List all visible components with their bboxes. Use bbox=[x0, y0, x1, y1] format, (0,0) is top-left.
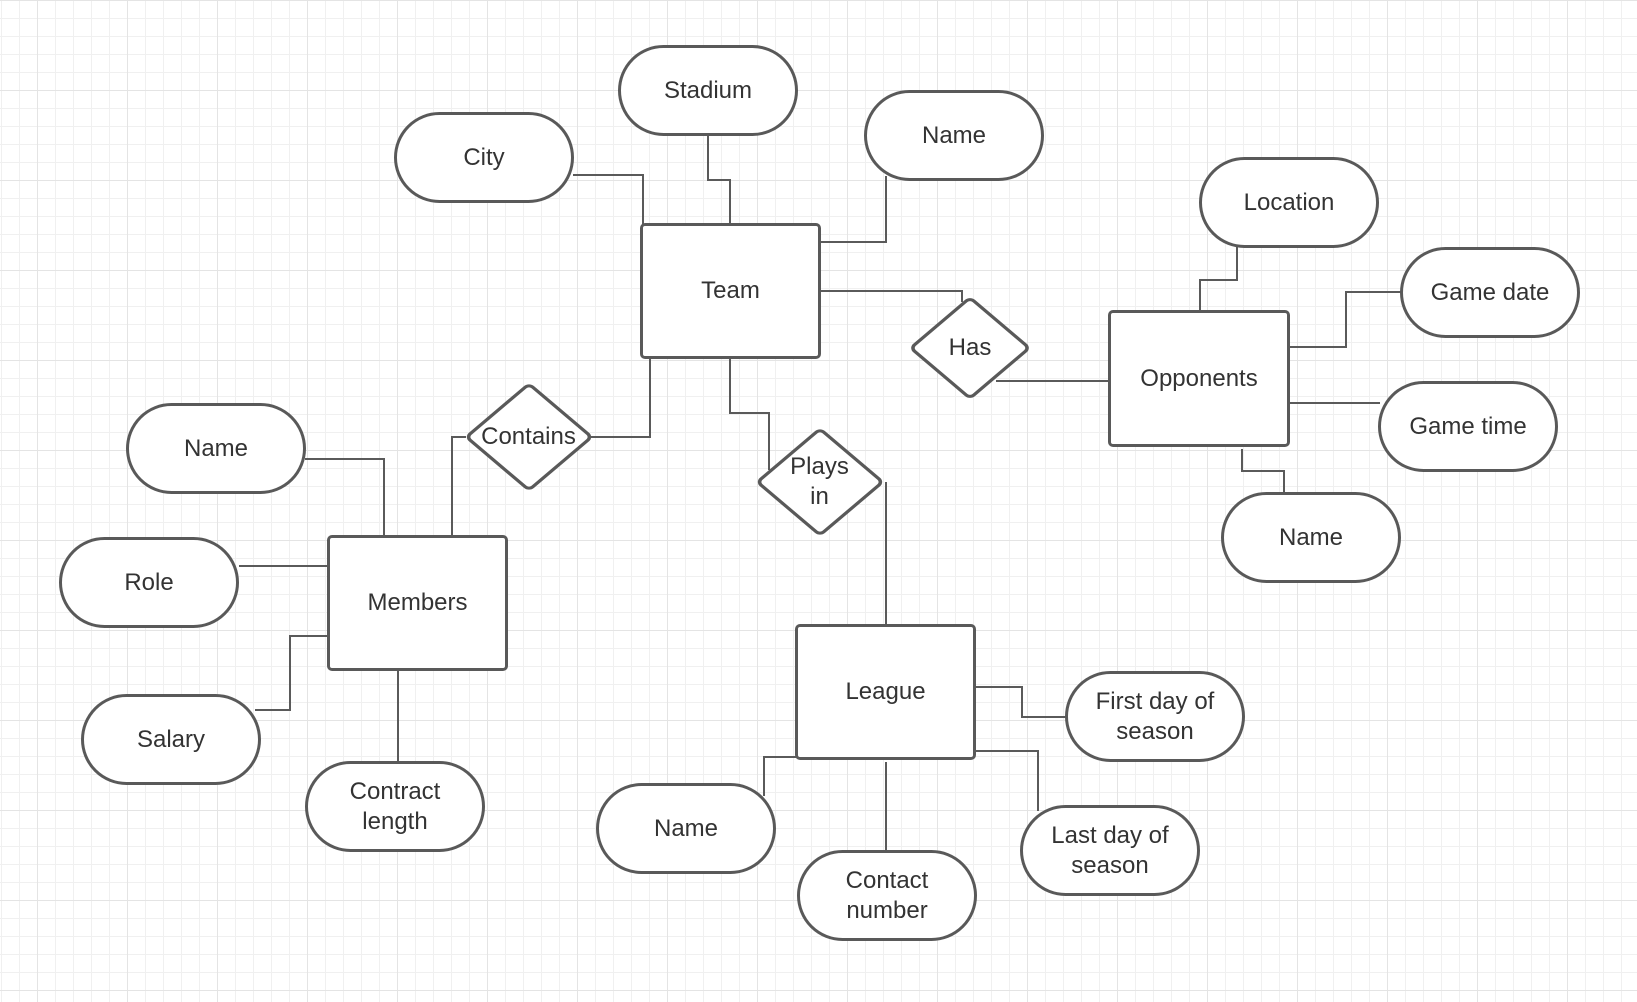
attribute-league-contact-number[interactable]: Contact number bbox=[797, 850, 977, 941]
entity-league-label: League bbox=[845, 678, 926, 705]
entity-opponents-label: Opponents bbox=[1140, 364, 1258, 392]
connector-team-city bbox=[573, 174, 644, 226]
connector-opponents-game-date bbox=[1290, 291, 1402, 348]
attribute-members-salary[interactable]: Salary bbox=[81, 694, 261, 785]
attribute-league-last-day-of-season-label: Last day of season bbox=[1051, 821, 1169, 879]
connector-team-plays-in bbox=[729, 356, 770, 470]
attribute-members-salary-label: Salary bbox=[136, 725, 206, 753]
connector-league-first-day bbox=[976, 686, 1066, 718]
attribute-league-first-day-of-season-label: First day of season bbox=[1095, 687, 1215, 745]
attribute-opponents-name-label: Name bbox=[1278, 523, 1344, 551]
relationship-contains[interactable]: Contains bbox=[463, 381, 594, 493]
attribute-opponents-game-date-label: Game date bbox=[1430, 278, 1550, 306]
relationship-contains-label: Contains bbox=[481, 423, 576, 450]
relationship-plays-in[interactable]: Plays in bbox=[754, 426, 885, 538]
connector-contains-members bbox=[451, 436, 466, 538]
attribute-opponents-game-date[interactable]: Game date bbox=[1400, 247, 1580, 338]
attribute-members-role[interactable]: Role bbox=[59, 537, 239, 628]
attribute-team-city-label: City bbox=[463, 143, 505, 171]
connector-league-name bbox=[763, 756, 798, 796]
entity-team[interactable]: Team bbox=[640, 223, 821, 359]
entity-members-label: Members bbox=[367, 589, 468, 616]
connector-team-stadium bbox=[707, 134, 731, 226]
attribute-opponents-location[interactable]: Location bbox=[1199, 157, 1379, 248]
connector-team-has bbox=[818, 290, 963, 302]
attribute-league-last-day-of-season[interactable]: Last day of season bbox=[1020, 805, 1200, 896]
connector-team-name bbox=[818, 176, 887, 243]
attribute-members-name-label: Name bbox=[183, 434, 249, 462]
attribute-team-stadium-label: Stadium bbox=[663, 76, 753, 104]
attribute-opponents-game-time-label: Game time bbox=[1409, 412, 1527, 440]
attribute-league-contact-number-label: Contact number bbox=[845, 866, 929, 924]
relationship-has[interactable]: Has bbox=[908, 293, 1032, 403]
entity-members[interactable]: Members bbox=[327, 535, 508, 671]
attribute-opponents-game-time[interactable]: Game time bbox=[1378, 381, 1558, 472]
entity-opponents[interactable]: Opponents bbox=[1108, 310, 1290, 447]
attribute-team-city[interactable]: City bbox=[394, 112, 574, 203]
attribute-league-first-day-of-season[interactable]: First day of season bbox=[1065, 671, 1245, 762]
attribute-members-contract-length-label: Contract length bbox=[349, 777, 441, 835]
attribute-opponents-location-label: Location bbox=[1243, 188, 1335, 216]
entity-league[interactable]: League bbox=[795, 624, 976, 760]
attribute-team-name-label: Name bbox=[921, 121, 987, 149]
entity-team-label: Team bbox=[701, 277, 760, 304]
attribute-members-contract-length[interactable]: Contract length bbox=[305, 761, 485, 852]
attribute-team-name[interactable]: Name bbox=[864, 90, 1044, 181]
connector-league-last-day bbox=[976, 750, 1039, 811]
relationship-plays-in-label: Plays in bbox=[790, 453, 849, 510]
attribute-team-stadium[interactable]: Stadium bbox=[618, 45, 798, 136]
attribute-opponents-name[interactable]: Name bbox=[1221, 492, 1401, 583]
attribute-members-name[interactable]: Name bbox=[126, 403, 306, 494]
relationship-has-label: Has bbox=[948, 334, 992, 361]
connector-opponents-name bbox=[1241, 449, 1285, 493]
connector-team-contains bbox=[591, 356, 651, 438]
connector-members-name bbox=[305, 458, 385, 538]
connector-opponents-location bbox=[1199, 246, 1238, 313]
connector-members-salary bbox=[255, 635, 330, 711]
attribute-league-name-label: Name bbox=[653, 814, 719, 842]
attribute-league-name[interactable]: Name bbox=[596, 783, 776, 874]
attribute-members-role-label: Role bbox=[124, 568, 174, 596]
